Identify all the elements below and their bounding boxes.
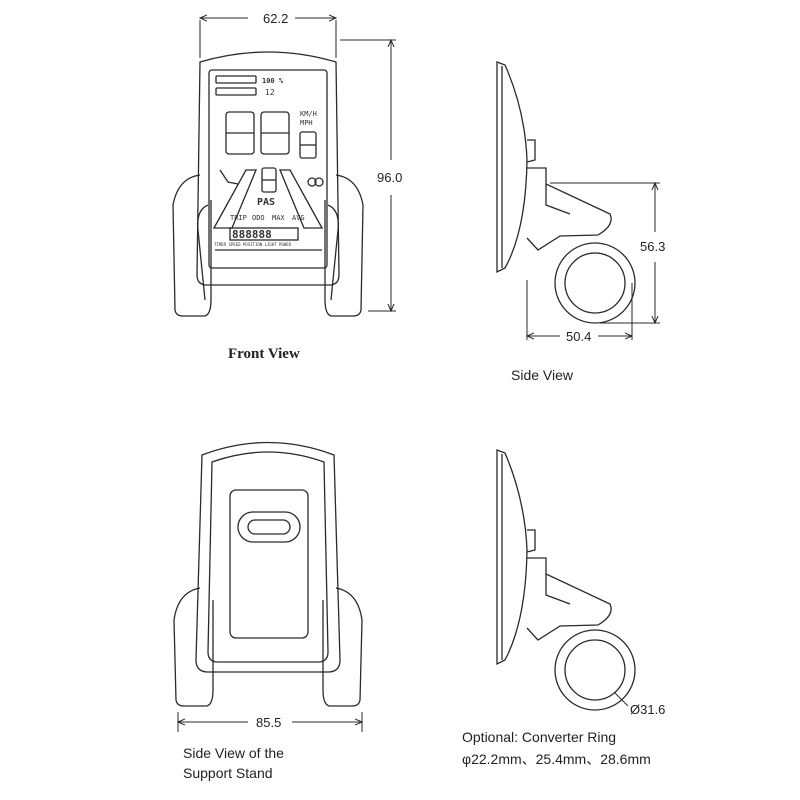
pas-label: PAS bbox=[257, 197, 275, 208]
bottom-strip: TIMER SPEED POSITION LIGHT POWER bbox=[214, 242, 292, 247]
front-lcd-text: 100 % 12 KM/H MPH 88 8 PAS TRIP ODO MAX … bbox=[214, 77, 317, 247]
clamp-ring-outer bbox=[554, 242, 636, 324]
cyclist-icon bbox=[307, 177, 317, 187]
converter-ring-outer bbox=[554, 629, 636, 711]
stand-title-line1: Side View of the bbox=[183, 745, 284, 761]
small-12: 12 bbox=[265, 88, 275, 97]
mode-trip: TRIP bbox=[230, 214, 247, 222]
unit-bottom: MPH bbox=[300, 119, 313, 127]
side-stand-arm bbox=[526, 167, 612, 251]
walk-assist-icon bbox=[219, 169, 239, 185]
lcd-screen bbox=[208, 69, 328, 269]
front-height-dim: 96.0 bbox=[377, 170, 402, 185]
odo-digits: 888888 bbox=[232, 228, 272, 241]
left-leg bbox=[172, 174, 212, 317]
front-view-title: Front View bbox=[228, 346, 300, 362]
stand-body bbox=[195, 441, 341, 673]
front-view bbox=[172, 18, 396, 317]
converter-note-line1: Optional: Converter Ring bbox=[462, 729, 616, 745]
converter-view bbox=[496, 449, 636, 711]
mode-odo: ODO bbox=[252, 214, 265, 222]
stand-width-dim: 85.5 bbox=[256, 715, 281, 730]
front-width-dim: 62.2 bbox=[263, 11, 288, 26]
converter-note-line2: φ22.2mm、25.4mm、28.6mm bbox=[462, 751, 651, 767]
converter-ring-inner bbox=[564, 639, 626, 701]
side-display-profile bbox=[496, 61, 528, 274]
battery-pct: 100 % bbox=[262, 77, 284, 85]
side-view bbox=[496, 61, 660, 340]
side-height-dim: 56.3 bbox=[640, 239, 665, 254]
stand-inner-panel bbox=[229, 489, 309, 639]
converter-diameter-dim: Ø31.6 bbox=[630, 702, 665, 717]
stand-slot bbox=[237, 511, 301, 543]
stand-title-line2: Support Stand bbox=[183, 765, 273, 781]
display-body bbox=[196, 51, 340, 286]
mode-avg: AVG bbox=[292, 214, 305, 222]
side-width-dim: 50.4 bbox=[566, 329, 591, 344]
mode-max: MAX bbox=[272, 214, 285, 222]
clamp-ring-inner bbox=[564, 252, 626, 314]
unit-top: KM/H bbox=[300, 110, 317, 118]
right-leg bbox=[324, 174, 364, 317]
stand-view bbox=[173, 441, 362, 732]
side-view-title: Side View bbox=[511, 367, 574, 383]
